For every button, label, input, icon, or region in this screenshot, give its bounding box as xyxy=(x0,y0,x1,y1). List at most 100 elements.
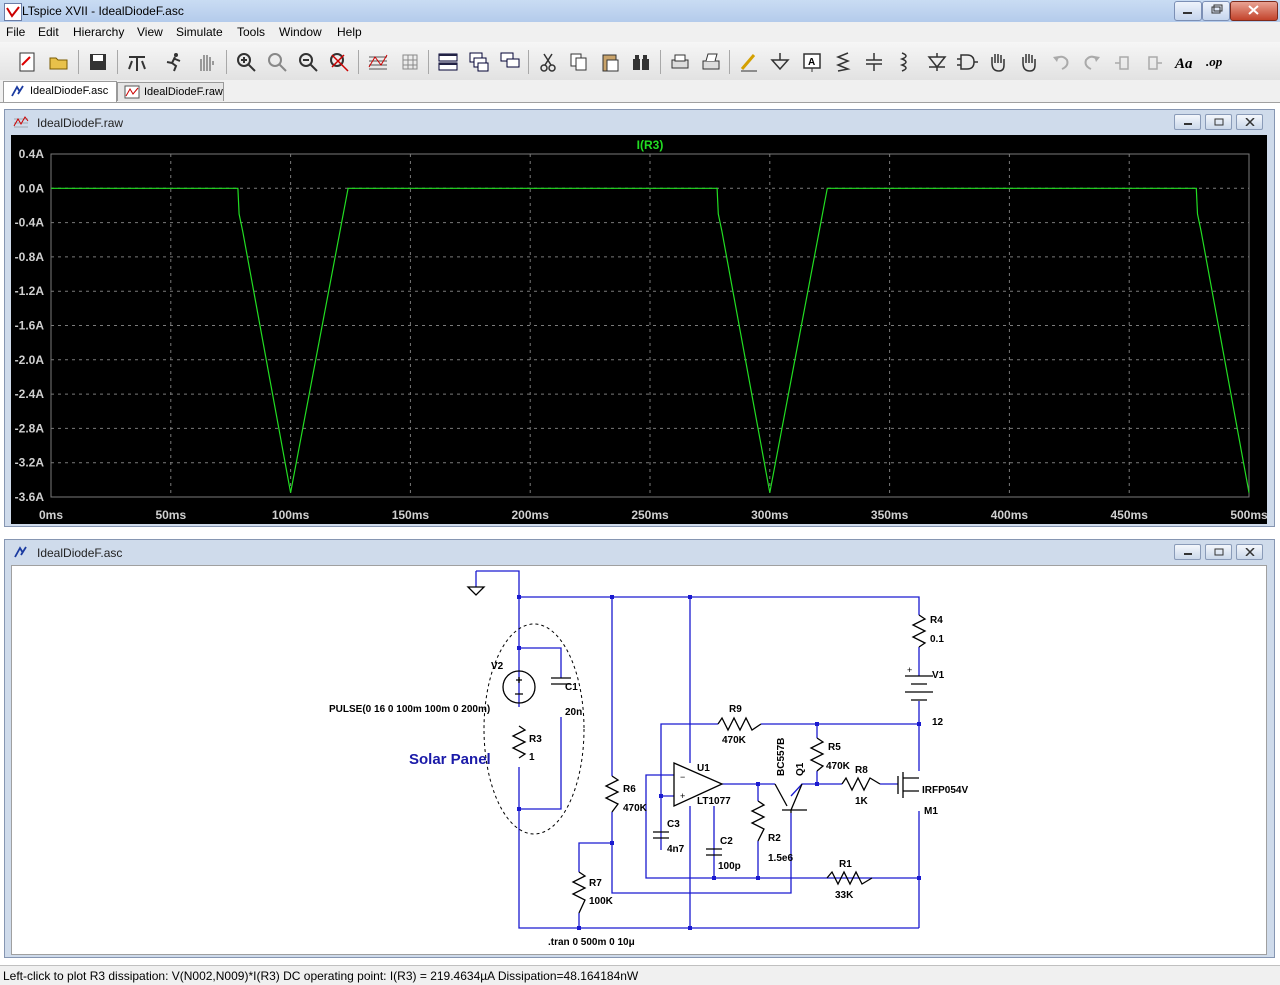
menu-hierarchy[interactable]: Hierarchy xyxy=(73,25,125,39)
schematic-minimize-button[interactable] xyxy=(1174,544,1201,560)
zoom-pan-button[interactable] xyxy=(265,50,289,74)
grid-button[interactable] xyxy=(398,50,422,74)
text-button[interactable]: Aa xyxy=(1173,50,1197,74)
cut-button[interactable] xyxy=(536,50,560,74)
undo-button[interactable] xyxy=(1049,50,1073,74)
print-setup-button[interactable] xyxy=(699,50,723,74)
r8-label[interactable]: R8 xyxy=(855,765,868,776)
move-button[interactable] xyxy=(986,50,1010,74)
r7-value[interactable]: 100K xyxy=(589,896,614,907)
save-button[interactable] xyxy=(86,50,110,74)
r5-label[interactable]: R5 xyxy=(828,742,841,753)
menu-file[interactable]: File xyxy=(6,25,26,39)
cascade-button[interactable] xyxy=(467,50,491,74)
schematic-close-button[interactable] xyxy=(1236,544,1263,560)
open-button[interactable] xyxy=(47,50,71,74)
r6-value[interactable]: 470K xyxy=(623,803,648,814)
schematic-drawing[interactable]: V2 PULSE(0 16 0 100m 100m 0 200m) C1 20n… xyxy=(12,566,1268,956)
menu-edit[interactable]: Edit xyxy=(38,25,59,39)
r1-label[interactable]: R1 xyxy=(839,859,852,870)
q1-label[interactable]: Q1 xyxy=(795,762,806,776)
c3-label[interactable]: C3 xyxy=(667,819,680,830)
r1-resistor xyxy=(826,870,873,886)
find-button[interactable] xyxy=(629,50,653,74)
r4-value[interactable]: 0.1 xyxy=(930,634,944,645)
r4-label[interactable]: R4 xyxy=(930,615,943,626)
paste-button[interactable] xyxy=(598,50,622,74)
v1-label[interactable]: V1 xyxy=(932,670,945,681)
copy-button[interactable] xyxy=(567,50,591,74)
close-button[interactable] xyxy=(1230,1,1278,21)
v2-value[interactable]: PULSE(0 16 0 100m 100m 0 200m) xyxy=(329,704,490,715)
control-panel-button[interactable] xyxy=(125,50,149,74)
u1-label[interactable]: U1 xyxy=(697,763,710,774)
ltspice-app-icon[interactable] xyxy=(4,3,22,21)
draw-wire-button[interactable] xyxy=(737,50,761,74)
trace-i-r3[interactable] xyxy=(51,187,1250,493)
r1-value[interactable]: 33K xyxy=(835,890,854,901)
tab-waveform[interactable]: IdealDiodeF.raw xyxy=(117,82,224,101)
menu-simulate[interactable]: Simulate xyxy=(176,25,223,39)
run-button[interactable] xyxy=(162,50,186,74)
r3-value[interactable]: 1 xyxy=(529,752,535,763)
q1-value[interactable]: BC557B xyxy=(776,738,787,776)
menu-view[interactable]: View xyxy=(137,25,163,39)
r3-label[interactable]: R3 xyxy=(529,734,542,745)
r6-label[interactable]: R6 xyxy=(623,784,636,795)
ground-button[interactable] xyxy=(768,50,792,74)
restore-button[interactable] xyxy=(1202,1,1230,21)
waveform-maximize-button[interactable] xyxy=(1205,114,1232,130)
mirror-button[interactable] xyxy=(1142,50,1166,74)
rotate-button[interactable] xyxy=(1111,50,1135,74)
c3-value[interactable]: 4n7 xyxy=(667,844,685,855)
waveform-close-button[interactable] xyxy=(1236,114,1263,130)
redo-button[interactable] xyxy=(1080,50,1104,74)
diode-button[interactable] xyxy=(925,50,949,74)
trace-label[interactable]: I(R3) xyxy=(637,138,664,152)
r8-value[interactable]: 1K xyxy=(855,796,869,807)
component-button[interactable] xyxy=(955,50,979,74)
capacitor-button[interactable] xyxy=(862,50,886,74)
menu-tools[interactable]: Tools xyxy=(237,25,266,39)
menu-window[interactable]: Window xyxy=(279,25,322,39)
halt-button[interactable] xyxy=(194,50,218,74)
r5-value[interactable]: 470K xyxy=(826,761,851,772)
c1-value[interactable]: 20n xyxy=(565,707,582,718)
zoom-fit-button[interactable] xyxy=(327,50,351,74)
zoom-out-button[interactable] xyxy=(296,50,320,74)
r9-value[interactable]: 470K xyxy=(722,735,747,746)
tile-vertical-button[interactable] xyxy=(498,50,522,74)
resistor-button[interactable] xyxy=(831,50,855,74)
tran-directive[interactable]: .tran 0 500m 0 10μ xyxy=(548,937,635,948)
menu-help[interactable]: Help xyxy=(337,25,362,39)
spice-directive-button[interactable]: .op xyxy=(1204,50,1228,74)
r2-value[interactable]: 1.5e6 xyxy=(768,853,793,864)
c1-label[interactable]: C1 xyxy=(565,682,578,693)
tab-schematic[interactable]: IdealDiodeF.asc xyxy=(3,81,117,102)
drag-button[interactable] xyxy=(1017,50,1041,74)
autorange-button[interactable] xyxy=(366,50,390,74)
m1-value[interactable]: IRFP054V xyxy=(922,785,968,796)
inductor-button[interactable] xyxy=(893,50,917,74)
u1-value[interactable]: LT1077 xyxy=(697,796,731,807)
c2-label[interactable]: C2 xyxy=(720,836,733,847)
m1-label[interactable]: M1 xyxy=(924,806,938,817)
waveform-minimize-button[interactable] xyxy=(1174,114,1201,130)
schematic-maximize-button[interactable] xyxy=(1205,544,1232,560)
r7-label[interactable]: R7 xyxy=(589,878,602,889)
zoom-in-button[interactable] xyxy=(234,50,258,74)
tile-horizontal-button[interactable] xyxy=(436,50,460,74)
c2-value[interactable]: 100p xyxy=(718,861,741,872)
v2-label[interactable]: V2 xyxy=(491,661,504,672)
print-button[interactable] xyxy=(668,50,692,74)
new-schematic-button[interactable] xyxy=(15,50,39,74)
minimize-button[interactable] xyxy=(1174,1,1202,21)
solar-panel-label[interactable]: Solar Panel xyxy=(409,751,491,768)
schematic-canvas[interactable]: V2 PULSE(0 16 0 100m 100m 0 200m) C1 20n… xyxy=(11,565,1267,955)
r9-label[interactable]: R9 xyxy=(729,704,742,715)
r2-label[interactable]: R2 xyxy=(768,833,781,844)
v1-value[interactable]: 12 xyxy=(932,717,944,728)
label-net-button[interactable]: A xyxy=(800,50,824,74)
